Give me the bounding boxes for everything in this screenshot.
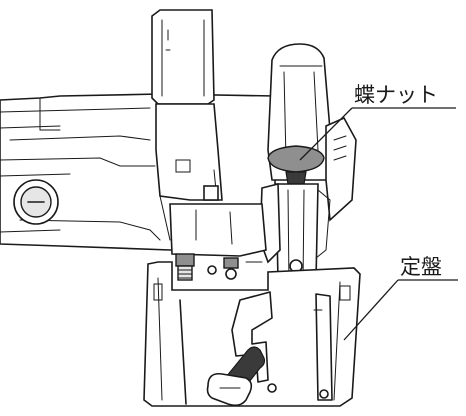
wing-nut (267, 145, 325, 185)
rear-handle (151, 9, 223, 241)
label-base-plate: 定盤 (343, 255, 458, 341)
label-wing-nut-text: 蝶ナット (354, 83, 438, 107)
bevel-mechanism (169, 185, 267, 281)
label-base-plate-text: 定盤 (400, 255, 442, 279)
label-wing-nut: 蝶ナット (299, 83, 456, 161)
bevel-lock-lever (206, 346, 266, 407)
blade-guard (267, 43, 357, 222)
base-plate (143, 261, 361, 407)
